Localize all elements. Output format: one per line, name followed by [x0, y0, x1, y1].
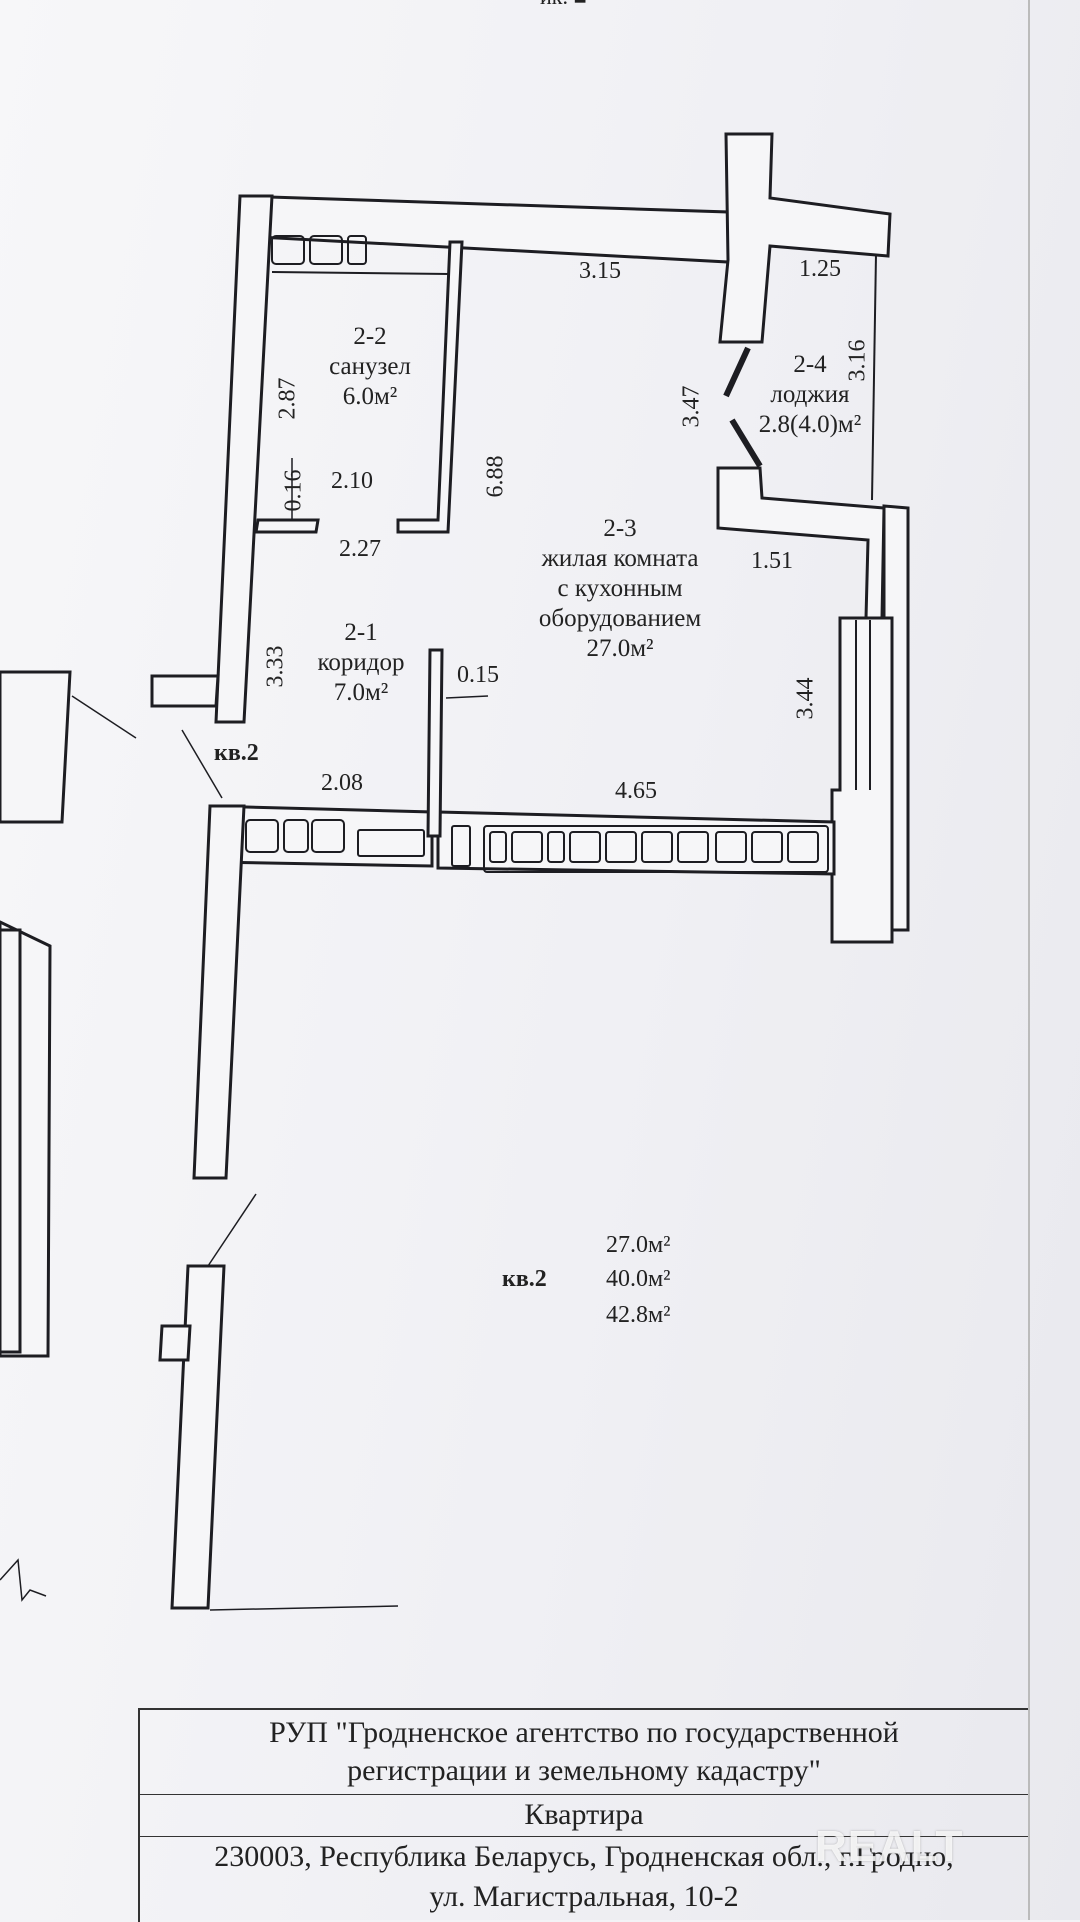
dim-3-16: 3.16: [844, 339, 871, 382]
org-line-1: РУП "Гродненское агентство по государств…: [269, 1716, 899, 1749]
wall-partition: [426, 648, 444, 838]
room-area: 2.8(4.0)м²: [758, 411, 862, 438]
wall-loggia-partition: [716, 466, 886, 620]
title-block: РУП "Гродненское агентство по государств…: [138, 1708, 1028, 1922]
wall-right: [830, 616, 894, 944]
dim-2-27: 2.27: [339, 536, 381, 562]
room-area: 6.0м²: [342, 383, 398, 410]
dim-4-65: 4.65: [615, 778, 657, 804]
room-2-1-label: 2-1 коридор 7.0м²: [296, 618, 426, 708]
fixture-kitchen-frame: [483, 825, 829, 873]
dim-2-08: 2.08: [321, 770, 363, 796]
fixture-corr-2: [283, 819, 309, 853]
wall-left: [214, 194, 274, 724]
dim-1-25: 1.25: [799, 256, 841, 282]
room-name: коридор: [317, 649, 405, 676]
room-2-3-label: 2-3 жилая комната с кухонным оборудовани…: [500, 514, 740, 664]
wall-stub: [150, 674, 220, 708]
room-name: санузел: [329, 353, 411, 380]
realt-watermark: REALT: [815, 1822, 964, 1871]
room-name: лоджия: [770, 381, 850, 408]
fixture-bath-2: [309, 235, 343, 265]
summary-apartment-label: кв.2: [502, 1266, 547, 1292]
dim-3-44: 3.44: [792, 677, 819, 720]
summary-living-area: 27.0м²: [606, 1232, 671, 1258]
room-id: 2-3: [603, 515, 637, 542]
address-line-2: ул. Магистральная, 10-2: [429, 1880, 739, 1913]
dim-3-33: 3.33: [262, 645, 289, 688]
margin-line: [1028, 0, 1030, 1920]
room-id: 2-4: [793, 351, 827, 378]
wall-bathroom-right: [396, 240, 464, 534]
room-name-3: оборудованием: [538, 605, 702, 632]
dim-1-51: 1.51: [751, 548, 793, 574]
dim-0-15: 0.15: [457, 662, 499, 688]
room-area: 27.0м²: [586, 635, 654, 662]
divider: [140, 1836, 1028, 1837]
wall-lower-left-a: [192, 804, 246, 1180]
wall-top: [238, 194, 730, 264]
room-area: 7.0м²: [333, 679, 389, 706]
fixture-corr-1: [245, 819, 279, 853]
fixture-bath-1: [271, 235, 305, 265]
summary-total-with-loggia: 42.8м²: [606, 1302, 671, 1328]
address-line-1: 230003, Республика Беларусь, Гродненская…: [214, 1840, 954, 1873]
fixture-corr-4: [357, 829, 425, 857]
summary-total-area: 40.0м²: [606, 1266, 671, 1292]
fixture-bath-3: [347, 235, 367, 265]
wall-lower-left-b: [170, 1264, 226, 1610]
wall-stub-2: [158, 1324, 192, 1362]
room-name-2: с кухонным: [557, 575, 683, 602]
apartment-label: кв.2: [214, 740, 259, 766]
room-id: 2-1: [344, 619, 378, 646]
fixture-door: [451, 825, 471, 867]
dim-3-15: 3.15: [579, 258, 621, 284]
room-name: жилая комната: [541, 545, 699, 572]
wall-bathroom-bottom: [254, 518, 320, 534]
dim-3-47: 3.47: [678, 385, 705, 428]
dim-2-87: 2.87: [274, 377, 301, 420]
dim-0-16: 0.16: [280, 469, 307, 512]
org-line-2: регистрации и земельному кадастру": [347, 1754, 821, 1787]
dim-2-10: 2.10: [331, 468, 373, 494]
dim-6-88: 6.88: [482, 455, 509, 498]
divider: [140, 1794, 1028, 1795]
object-type: Квартира: [524, 1798, 644, 1831]
room-2-2-label: 2-2 санузел 6.0м²: [305, 322, 435, 412]
fixture-corr-3: [311, 819, 345, 853]
top-cut-text: ик. ■: [540, 0, 587, 10]
wall-right-strip: [882, 504, 910, 932]
room-2-4-label: 2-4 лоджия 2.8(4.0)м²: [740, 350, 880, 440]
neighbour-wall-c: [0, 928, 22, 1354]
room-id: 2-2: [353, 323, 387, 350]
neighbour-wall-a: [0, 670, 72, 824]
loggia-column: [718, 132, 892, 344]
